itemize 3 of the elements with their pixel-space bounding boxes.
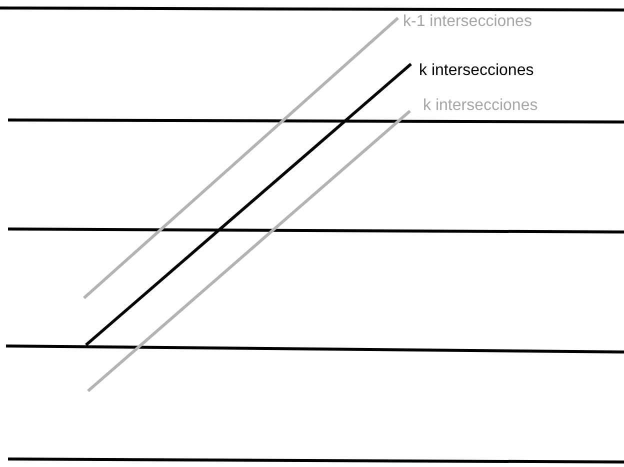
line-label: k intersecciones [419,62,534,80]
line-label: k intersecciones [423,97,538,115]
line-label: k-1 intersecciones [403,13,532,31]
